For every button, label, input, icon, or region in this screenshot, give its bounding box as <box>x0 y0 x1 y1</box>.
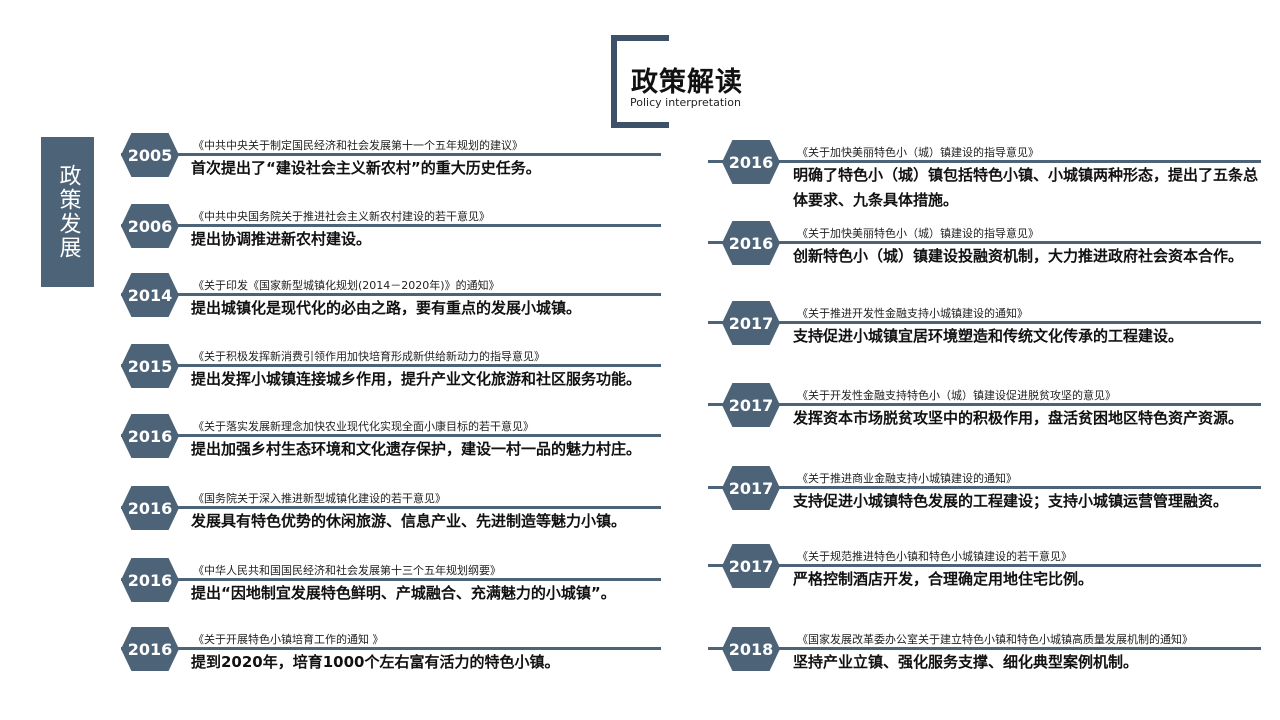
policy-document-title: 《关于印发《国家新型城镇化规划(2014－2020年)》的通知》 <box>193 279 500 292</box>
policy-description: 严格控制酒店开发，合理确定用地住宅比例。 <box>793 570 1094 588</box>
policy-document-title: 《关于开发性金融支持特色小（城）镇建设促进脱贫攻坚的意见》 <box>797 389 1116 402</box>
year-badge: 2016 <box>121 558 179 602</box>
year-badge: 2017 <box>722 383 780 427</box>
policy-document-title: 《国务院关于深入推进新型城镇化建设的若干意见》 <box>193 492 446 505</box>
policy-document-title: 《中共中央关于制定国民经济和社会发展第十一个五年规划的建议》 <box>193 139 523 152</box>
timeline-rule <box>708 403 1261 406</box>
timeline-rule <box>708 486 1261 489</box>
timeline-rule <box>708 241 1261 244</box>
policy-description: 提出加强乡村生态环境和文化遗存保护，建设一村一品的魅力村庄。 <box>191 440 642 458</box>
timeline-rule <box>121 153 661 156</box>
timeline-rule <box>121 647 661 650</box>
timeline-rule <box>708 321 1261 324</box>
sidebar-label: 政策发展 <box>41 137 94 287</box>
policy-description: 首次提出了“建设社会主义新农村”的重大历史任务。 <box>191 159 541 177</box>
title-bracket <box>611 35 669 128</box>
policy-document-title: 《关于规范推进特色小镇和特色小城镇建设的若干意见》 <box>797 550 1072 563</box>
policy-description: 提到2020年，培育1000个左右富有活力的特色小镇。 <box>191 653 560 671</box>
timeline-rule <box>708 647 1261 650</box>
policy-description: 提出“因地制宜发展特色鲜明、产城融合、充满魅力的小城镇”。 <box>191 584 616 602</box>
policy-description: 坚持产业立镇、强化服务支撑、细化典型案例机制。 <box>793 653 1139 671</box>
page-subtitle: Policy interpretation <box>630 96 741 109</box>
policy-document-title: 《关于开展特色小镇培育工作的通知 》 <box>193 633 384 646</box>
page-title: 政策解读 <box>631 67 743 98</box>
timeline-rule <box>121 364 661 367</box>
policy-document-title: 《关于落实发展新理念加快农业现代化实现全面小康目标的若干意见》 <box>193 420 534 433</box>
policy-document-title: 《中华人民共和国国民经济和社会发展第十三个五年规划纲要》 <box>193 564 501 577</box>
policy-document-title: 《关于积极发挥新消费引领作用加快培育形成新供给新动力的指导意见》 <box>193 350 545 363</box>
policy-description: 明确了特色小（城）镇包括特色小镇、小城镇两种形态，提出了五条总体要求、九条具体措… <box>793 166 1259 209</box>
year-badge: 2014 <box>121 273 179 317</box>
timeline-rule <box>121 506 661 509</box>
timeline-rule <box>121 224 661 227</box>
timeline-rule <box>708 564 1261 567</box>
policy-document-title: 《国家发展改革委办公室关于建立特色小镇和特色小城镇高质量发展机制的通知》 <box>797 633 1193 646</box>
timeline-rule <box>121 293 661 296</box>
policy-description: 提出城镇化是现代化的必由之路，要有重点的发展小城镇。 <box>191 299 582 317</box>
year-badge: 2018 <box>722 627 780 671</box>
year-badge: 2016 <box>722 140 780 184</box>
year-badge: 2017 <box>722 466 780 510</box>
policy-document-title: 《关于推进商业金融支持小城镇建设的通知》 <box>797 472 1017 485</box>
year-badge: 2016 <box>121 486 179 530</box>
year-badge: 2017 <box>722 544 780 588</box>
year-badge: 2005 <box>121 133 179 177</box>
policy-description: 创新特色小（城）镇建设投融资机制，大力推进政府社会资本合作。 <box>793 247 1244 265</box>
year-badge: 2016 <box>722 221 780 265</box>
policy-description: 发挥资本市场脱贫攻坚中的积极作用，盘活贫困地区特色资产资源。 <box>793 409 1244 427</box>
timeline-rule <box>121 578 661 581</box>
year-badge: 2017 <box>722 301 780 345</box>
policy-description: 提出协调推进新农村建设。 <box>191 230 372 248</box>
policy-document-title: 《关于加快美丽特色小（城）镇建设的指导意见》 <box>797 146 1039 159</box>
policy-description: 提出发挥小城镇连接城乡作用，提升产业文化旅游和社区服务功能。 <box>191 370 642 388</box>
timeline-rule <box>708 160 1261 163</box>
policy-document-title: 《关于加快美丽特色小（城）镇建设的指导意见》 <box>797 227 1039 240</box>
year-badge: 2016 <box>121 414 179 458</box>
policy-description: 支持促进小城镇特色发展的工程建设；支持小城镇运营管理融资。 <box>793 492 1229 510</box>
policy-description: 支持促进小城镇宜居环境塑造和传统文化传承的工程建设。 <box>793 327 1184 345</box>
policy-description: 发展具有特色优势的休闲旅游、信息产业、先进制造等魅力小镇。 <box>191 512 627 530</box>
year-badge: 2016 <box>121 627 179 671</box>
year-badge: 2015 <box>121 344 179 388</box>
policy-document-title: 《关于推进开发性金融支持小城镇建设的通知》 <box>797 307 1028 320</box>
year-badge: 2006 <box>121 204 179 248</box>
policy-document-title: 《中共中央国务院关于推进社会主义新农村建设的若干意见》 <box>193 210 490 223</box>
timeline-rule <box>121 434 661 437</box>
